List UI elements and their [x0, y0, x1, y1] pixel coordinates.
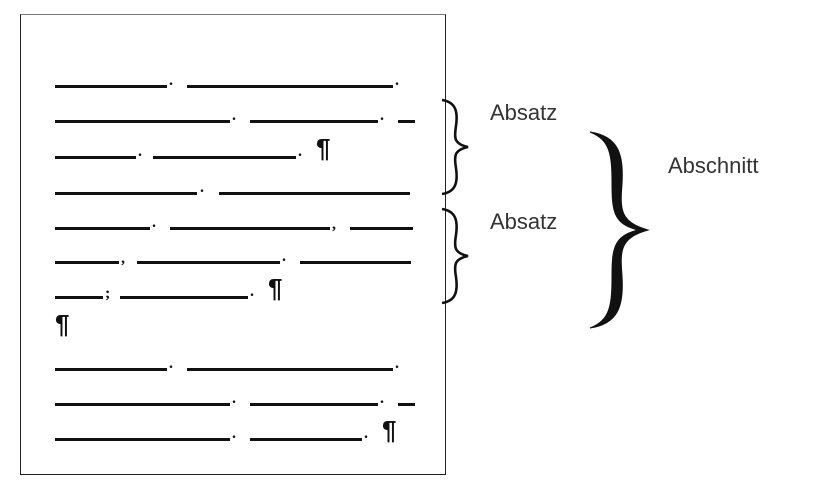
section-label: Abschnitt [668, 153, 759, 178]
text-line-segment [55, 192, 197, 195]
text-line-segment [250, 438, 362, 441]
text-line-segment [219, 192, 410, 195]
punctuation-period: . [298, 143, 302, 160]
text-line-segment [170, 227, 330, 230]
paragraph-brace-icon [441, 207, 469, 305]
punctuation-period: . [200, 179, 204, 196]
document-page [20, 14, 446, 475]
text-line-segment [153, 156, 296, 159]
text-line-segment [55, 261, 119, 264]
text-line-segment [55, 120, 230, 123]
punctuation-comma: , [121, 250, 125, 267]
text-line-segment [350, 227, 413, 230]
punctuation-period: . [395, 72, 399, 89]
text-line-segment [187, 368, 393, 371]
punctuation-period: . [364, 425, 368, 442]
punctuation-period: . [250, 283, 254, 300]
text-line-segment [398, 120, 415, 123]
punctuation-period: . [138, 143, 142, 160]
punctuation-period: . [380, 107, 384, 124]
punctuation-period: . [282, 248, 286, 265]
pilcrow-icon: ¶ [382, 415, 397, 445]
punctuation-period: . [232, 425, 236, 442]
section-brace-icon [589, 131, 650, 329]
text-line-segment [55, 85, 167, 88]
text-line-segment [137, 261, 280, 264]
punctuation-period: . [380, 390, 384, 407]
text-line-segment [120, 296, 248, 299]
text-line-segment [250, 403, 378, 406]
paragraph-brace-icon [441, 98, 469, 196]
text-line-segment [55, 438, 230, 441]
punctuation-period: . [152, 214, 156, 231]
pilcrow-icon: ¶ [316, 133, 331, 163]
paragraph-label-1: Absatz [490, 100, 558, 125]
text-line-segment [300, 261, 411, 264]
text-line-segment [187, 85, 393, 88]
pilcrow-icon: ¶ [55, 309, 70, 339]
text-line-segment [55, 368, 167, 371]
punctuation-period: . [169, 72, 173, 89]
text-line-segment [55, 156, 136, 159]
paragraph-label-2: Absatz [490, 209, 558, 234]
text-line-segment [250, 120, 378, 123]
punctuation-period: . [232, 390, 236, 407]
text-line-segment [55, 296, 103, 299]
text-line-segment [55, 403, 230, 406]
text-line-segment [398, 403, 415, 406]
punctuation-semicolon: ; [105, 285, 111, 302]
punctuation-comma: , [332, 216, 336, 233]
punctuation-period: . [169, 355, 173, 372]
text-line-segment [55, 227, 150, 230]
punctuation-period: . [232, 107, 236, 124]
punctuation-period: . [395, 355, 399, 372]
pilcrow-icon: ¶ [268, 273, 283, 303]
